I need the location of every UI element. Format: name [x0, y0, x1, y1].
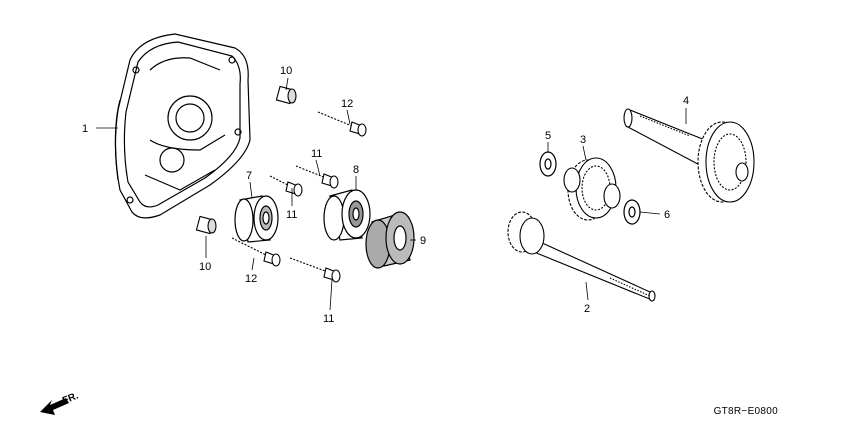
callout-12-lower: 12	[245, 273, 257, 285]
bolt-middle[interactable]	[269, 175, 303, 197]
callout-1: 1	[82, 123, 88, 135]
drive-shaft-part[interactable]	[507, 211, 656, 302]
callout-4: 4	[683, 95, 689, 107]
dowel-pin-upper[interactable]	[275, 85, 297, 105]
oil-seal-part[interactable]	[365, 211, 415, 269]
counter-gear-part[interactable]	[563, 157, 621, 221]
callout-5: 5	[545, 130, 551, 142]
callout-12-upper: 12	[341, 98, 353, 110]
final-shaft-part[interactable]	[623, 108, 755, 203]
leader-lines	[96, 77, 687, 311]
callout-3: 3	[580, 134, 586, 146]
callout-10-lower: 10	[199, 261, 211, 273]
ball-bearing-part[interactable]	[234, 195, 279, 243]
callout-numbers: 1 10 12 11 7 8 11 9 10 12 11 5 3 4 6 2	[82, 65, 689, 325]
callout-10-upper: 10	[280, 65, 292, 77]
front-direction-arrow: FR.	[40, 390, 80, 415]
washer-part[interactable]	[623, 199, 641, 225]
front-arrow-label: FR.	[61, 390, 80, 406]
callout-9: 9	[420, 235, 426, 247]
diagram-reference-code: GT8R−E0800	[713, 406, 778, 417]
flange-bolt-lower[interactable]	[231, 237, 281, 267]
bolt-lower[interactable]	[289, 257, 341, 283]
callout-2: 2	[584, 303, 590, 315]
bearing-part[interactable]	[323, 189, 371, 241]
bolt-upper[interactable]	[295, 165, 339, 189]
callout-11-upper: 11	[311, 148, 322, 160]
callout-7: 7	[246, 170, 252, 182]
transmission-cover-part[interactable]	[114, 33, 251, 219]
callout-11-middle: 11	[286, 209, 297, 221]
callout-11-lower: 11	[323, 313, 334, 325]
callout-8: 8	[353, 164, 359, 176]
dowel-pin-lower[interactable]	[195, 215, 217, 235]
callout-6: 6	[664, 209, 670, 221]
washer-small-part[interactable]	[539, 151, 557, 177]
arrow-icon	[40, 398, 69, 415]
flange-bolt-upper[interactable]	[317, 111, 367, 137]
